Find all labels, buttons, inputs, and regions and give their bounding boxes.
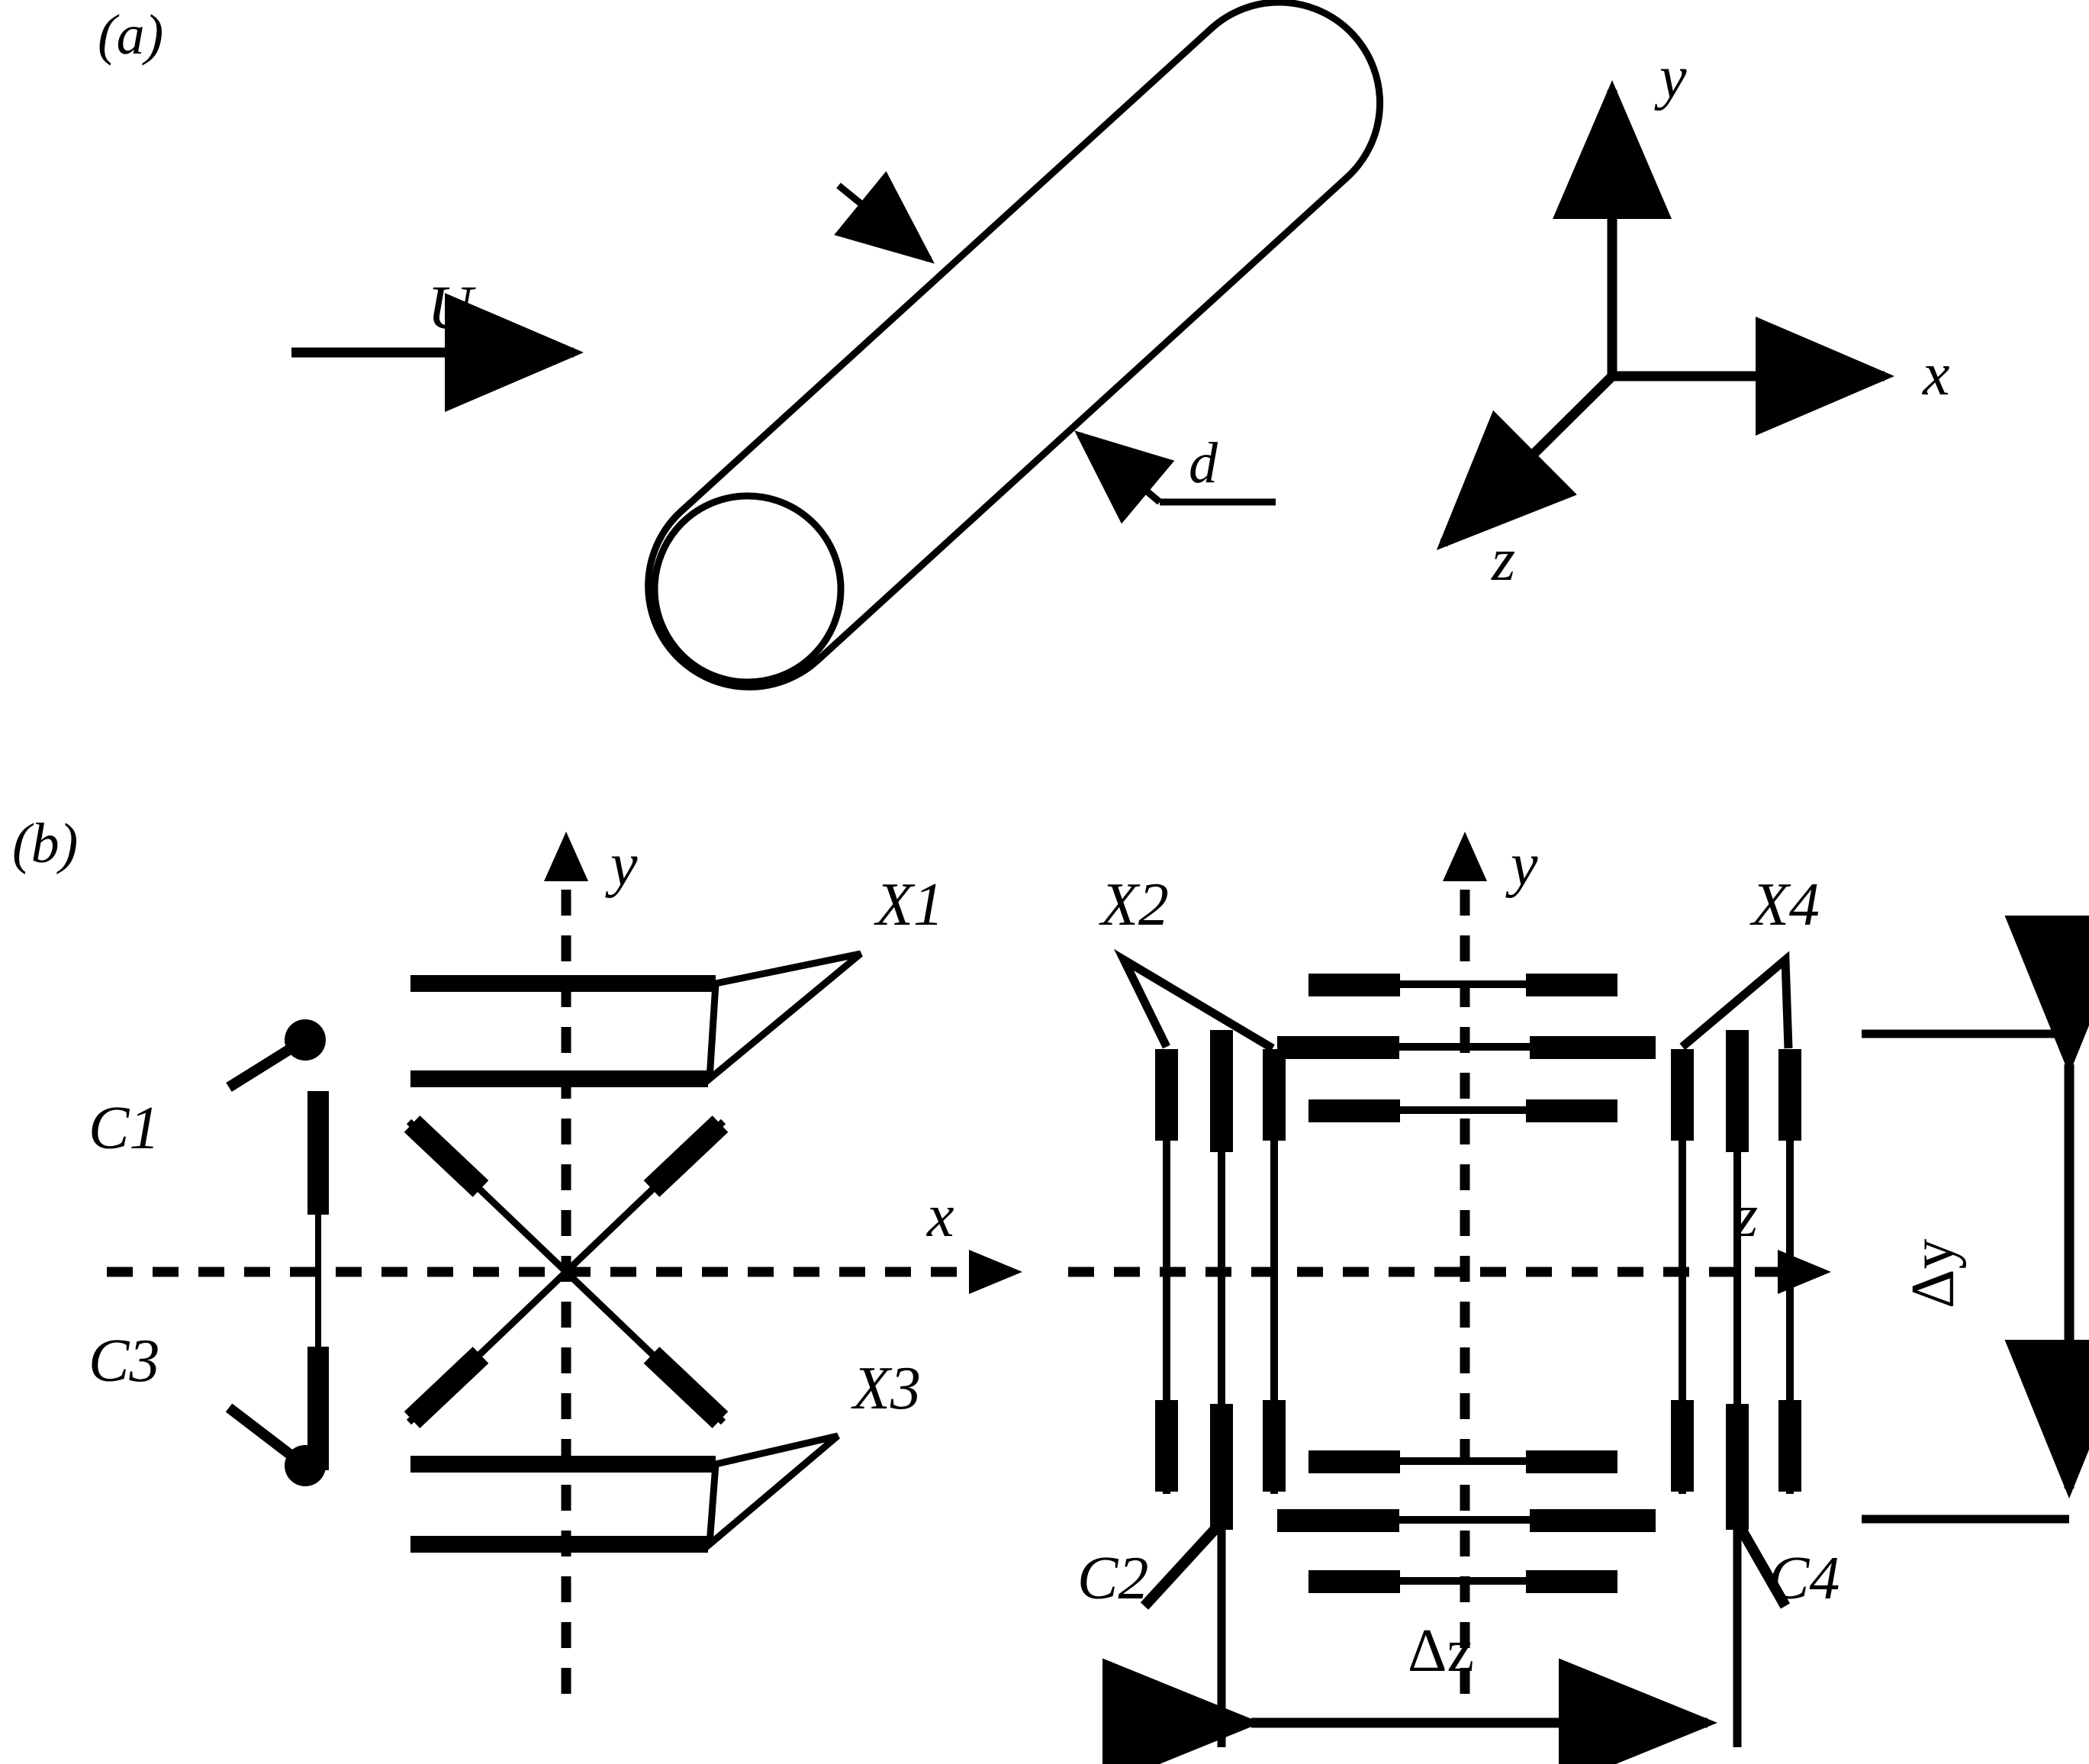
panel-b-right-view: y z	[1068, 832, 2089, 1764]
upper-top-prong-left	[1308, 974, 1400, 996]
cylinder-body	[645, 0, 1384, 690]
cylinder-end-cap	[651, 492, 845, 686]
axis-z-arrow-icon	[1436, 372, 1616, 551]
axis-x-label-a: x	[1922, 341, 1950, 408]
x-array-prong-se	[643, 1347, 729, 1428]
x4-prong-right-lower	[1778, 1400, 1801, 1492]
sensor-c1: C1	[89, 1019, 329, 1470]
x1-wire-lower	[410, 1070, 708, 1087]
lower-top-prong-left	[1308, 1450, 1400, 1473]
c1-leader	[226, 1042, 297, 1092]
dimension-delta-z: Δz	[1102, 1503, 1742, 1764]
x3-label: X3	[851, 1355, 921, 1422]
x1-wire-upper	[410, 975, 716, 992]
panel-b-left-view: y x X1	[89, 832, 1022, 1694]
c1-prong-upper	[307, 1091, 329, 1215]
sensor-x1: X1	[410, 871, 944, 1087]
sensor-c2: C2	[1077, 1518, 1226, 1612]
x2-prong-right-upper	[1263, 1049, 1286, 1141]
axis-y-arrowhead-left-icon	[544, 832, 588, 881]
diameter-arrow-icon	[1074, 430, 1175, 524]
x2-prong-left-lower	[1155, 1400, 1178, 1492]
axis-z-label-a: z	[1491, 526, 1515, 594]
diameter-leader	[1074, 430, 1276, 524]
x2-prong-left-upper	[1155, 1049, 1178, 1141]
x4-prong-left-upper	[1671, 1049, 1694, 1141]
c4-leader	[1732, 1519, 1791, 1609]
lower-top-prong-right	[1526, 1450, 1617, 1473]
upper-horizontal-sensor-group	[1277, 974, 1656, 1122]
axis-y-label-right: y	[1505, 832, 1538, 899]
x4-prong-centre-upper	[1726, 1030, 1749, 1152]
cylinder-outline	[645, 0, 1384, 690]
x3-wire-lower	[410, 1536, 708, 1553]
x2-prong-right-lower	[1263, 1400, 1286, 1492]
sensor-x4: X4	[1671, 871, 1820, 1530]
sensor-c3: C3	[89, 1328, 326, 1486]
delta-y-label: Δy	[1900, 1239, 1967, 1309]
upper-mid-prong-left	[1277, 1036, 1399, 1059]
sensor-x2: X2	[1099, 871, 1286, 1530]
axis-y-label-a: y	[1654, 44, 1687, 111]
sensor-c4: C4	[1732, 1519, 1840, 1612]
lower-horizontal-sensor-group	[1277, 1450, 1656, 1593]
lower-mid-prong-right	[1530, 1509, 1656, 1532]
c2-label: C2	[1077, 1545, 1148, 1612]
x4-label: X4	[1749, 871, 1820, 938]
panel-a-tag: (a)	[98, 4, 163, 66]
axis-z-arrowhead-right-icon	[1778, 1250, 1831, 1294]
lower-mid-prong-left	[1277, 1509, 1399, 1532]
diameter-label: d	[1189, 431, 1218, 495]
c2-leader	[1140, 1518, 1226, 1610]
c4-label: C4	[1769, 1545, 1840, 1612]
x1-leader	[705, 950, 863, 1087]
c1-label: C1	[89, 1095, 159, 1162]
x2-prong-centre-upper	[1210, 1030, 1233, 1152]
axis-triad-a: y x z	[1436, 44, 1950, 594]
axis-y-arrowhead-right-icon	[1443, 832, 1487, 881]
x-array-prong-sw	[404, 1347, 489, 1428]
c1-leader-dot-icon	[285, 1019, 326, 1061]
upper-bot-prong-right	[1526, 1099, 1617, 1122]
lower-bot-prong-right	[1526, 1570, 1617, 1593]
x-array-prong-ne	[643, 1115, 729, 1197]
cylinder-surface-pointer-icon	[834, 171, 935, 264]
freestream-velocity-subscript: 1	[465, 308, 486, 354]
axis-x-label-left: x	[926, 1183, 954, 1250]
x-array-prong-nw	[404, 1115, 489, 1197]
c3-label: C3	[89, 1328, 159, 1395]
upper-top-prong-right	[1526, 974, 1617, 996]
x3-wire-upper	[410, 1456, 716, 1473]
axis-y-label-left: y	[605, 832, 638, 899]
x1-label: X1	[874, 871, 944, 938]
panel-a: (a) d U 1 y	[98, 0, 1950, 690]
c3-leader	[225, 1403, 298, 1462]
x3-leader	[705, 1432, 840, 1553]
x2-label: X2	[1099, 871, 1169, 938]
x2-leader	[1113, 948, 1275, 1052]
dimension-delta-y: Δy	[1862, 916, 2089, 1524]
x4-prong-right-upper	[1778, 1049, 1801, 1141]
axis-x-arrowhead-left-icon	[969, 1250, 1022, 1294]
sensor-x-array-diagonals	[404, 1115, 729, 1428]
x4-leader	[1679, 951, 1793, 1051]
upper-bot-prong-left	[1308, 1099, 1400, 1122]
panel-b-tag: (b)	[12, 813, 78, 875]
x4-prong-left-lower	[1671, 1400, 1694, 1492]
upper-mid-prong-right	[1530, 1036, 1656, 1059]
freestream-velocity-label: U	[427, 272, 476, 342]
panel-b: (b) y x X1	[12, 813, 2089, 1764]
c3-leader-dot-icon	[285, 1445, 326, 1486]
lower-bot-prong-left	[1308, 1570, 1400, 1593]
sensor-x3: X3	[410, 1355, 921, 1553]
delta-z-label: Δz	[1408, 1618, 1474, 1685]
